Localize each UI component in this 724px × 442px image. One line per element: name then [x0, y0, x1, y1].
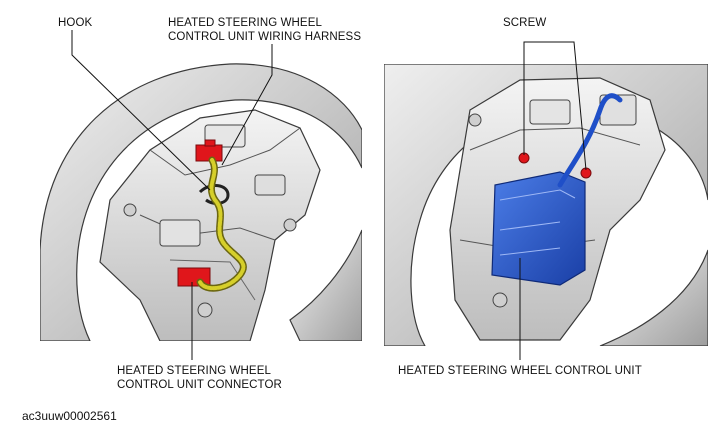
screw-label: SCREW — [503, 17, 547, 29]
steering-wheel-rim-left — [40, 63, 362, 341]
control-unit-cable — [557, 93, 623, 188]
harness-label-line1: HEATED STEERING WHEEL — [168, 17, 322, 29]
hook-label: HOOK — [58, 17, 93, 29]
harness-label: HEATED STEERING WHEEL CONTROL UNIT WIRIN… — [168, 16, 361, 44]
control-unit-label: HEATED STEERING WHEEL CONTROL UNIT — [398, 365, 642, 377]
connector-label-line1: HEATED STEERING WHEEL — [117, 365, 271, 377]
hook-leader — [71, 30, 211, 191]
left-panel-illustration — [40, 58, 362, 341]
connector-label-line2: CONTROL UNIT CONNECTOR — [117, 379, 282, 391]
right-panel-illustration — [384, 64, 708, 346]
left-leader-lines — [71, 30, 273, 360]
right-leader-lines — [519, 41, 587, 360]
harness-label-line2: CONTROL UNIT WIRING HARNESS — [168, 31, 362, 43]
screw-leader — [523, 41, 587, 171]
heated-steering-wheel-control-unit — [491, 171, 586, 286]
figure-id: ac3uuw00002561 — [22, 409, 117, 423]
harness-leader — [221, 44, 273, 166]
connector-label: HEATED STEERING WHEEL CONTROL UNIT CONNE… — [117, 364, 282, 392]
